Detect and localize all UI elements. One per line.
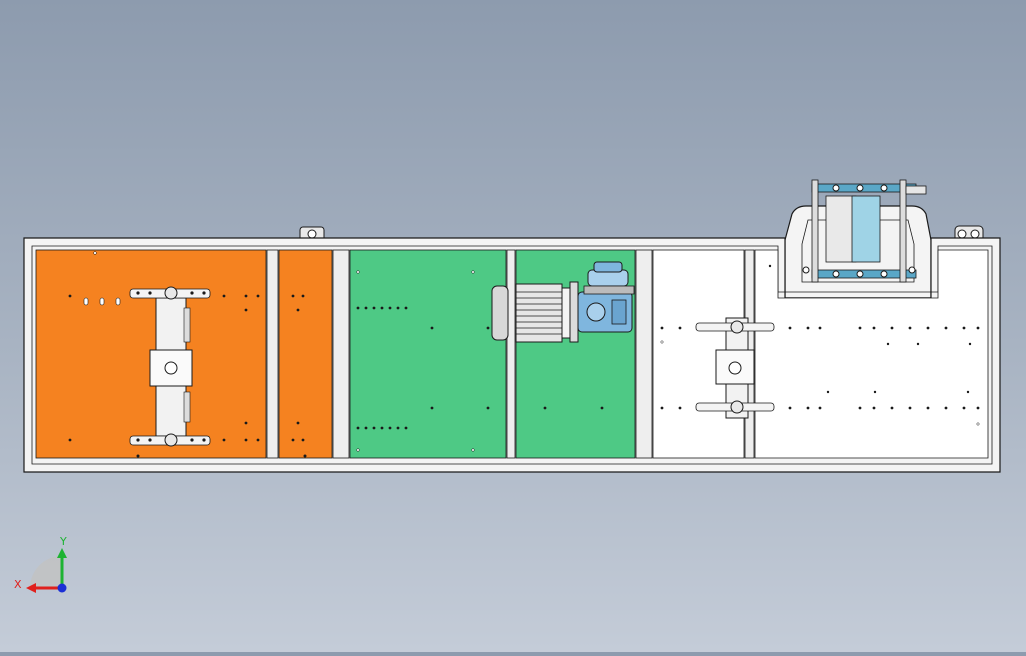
tensioner-roller-assembly [802, 179, 927, 283]
triad-y-label: Y [59, 535, 67, 548]
drive-motor [491, 281, 579, 343]
coordinate-triad-icon: Y X [14, 535, 67, 593]
frame-divider [266, 249, 279, 459]
frame-divider [506, 249, 516, 459]
triad-x-label: X [14, 578, 22, 591]
bottom-bolts [136, 454, 307, 458]
orange-panel-holes [68, 251, 305, 442]
bearing-assembly-right [695, 317, 775, 419]
frame-divider [635, 249, 653, 459]
bearing-assembly-left [129, 286, 211, 447]
white-panel [652, 249, 989, 459]
gearbox [577, 261, 635, 333]
white-panel-holes [660, 264, 980, 426]
frame-divider [332, 249, 350, 459]
